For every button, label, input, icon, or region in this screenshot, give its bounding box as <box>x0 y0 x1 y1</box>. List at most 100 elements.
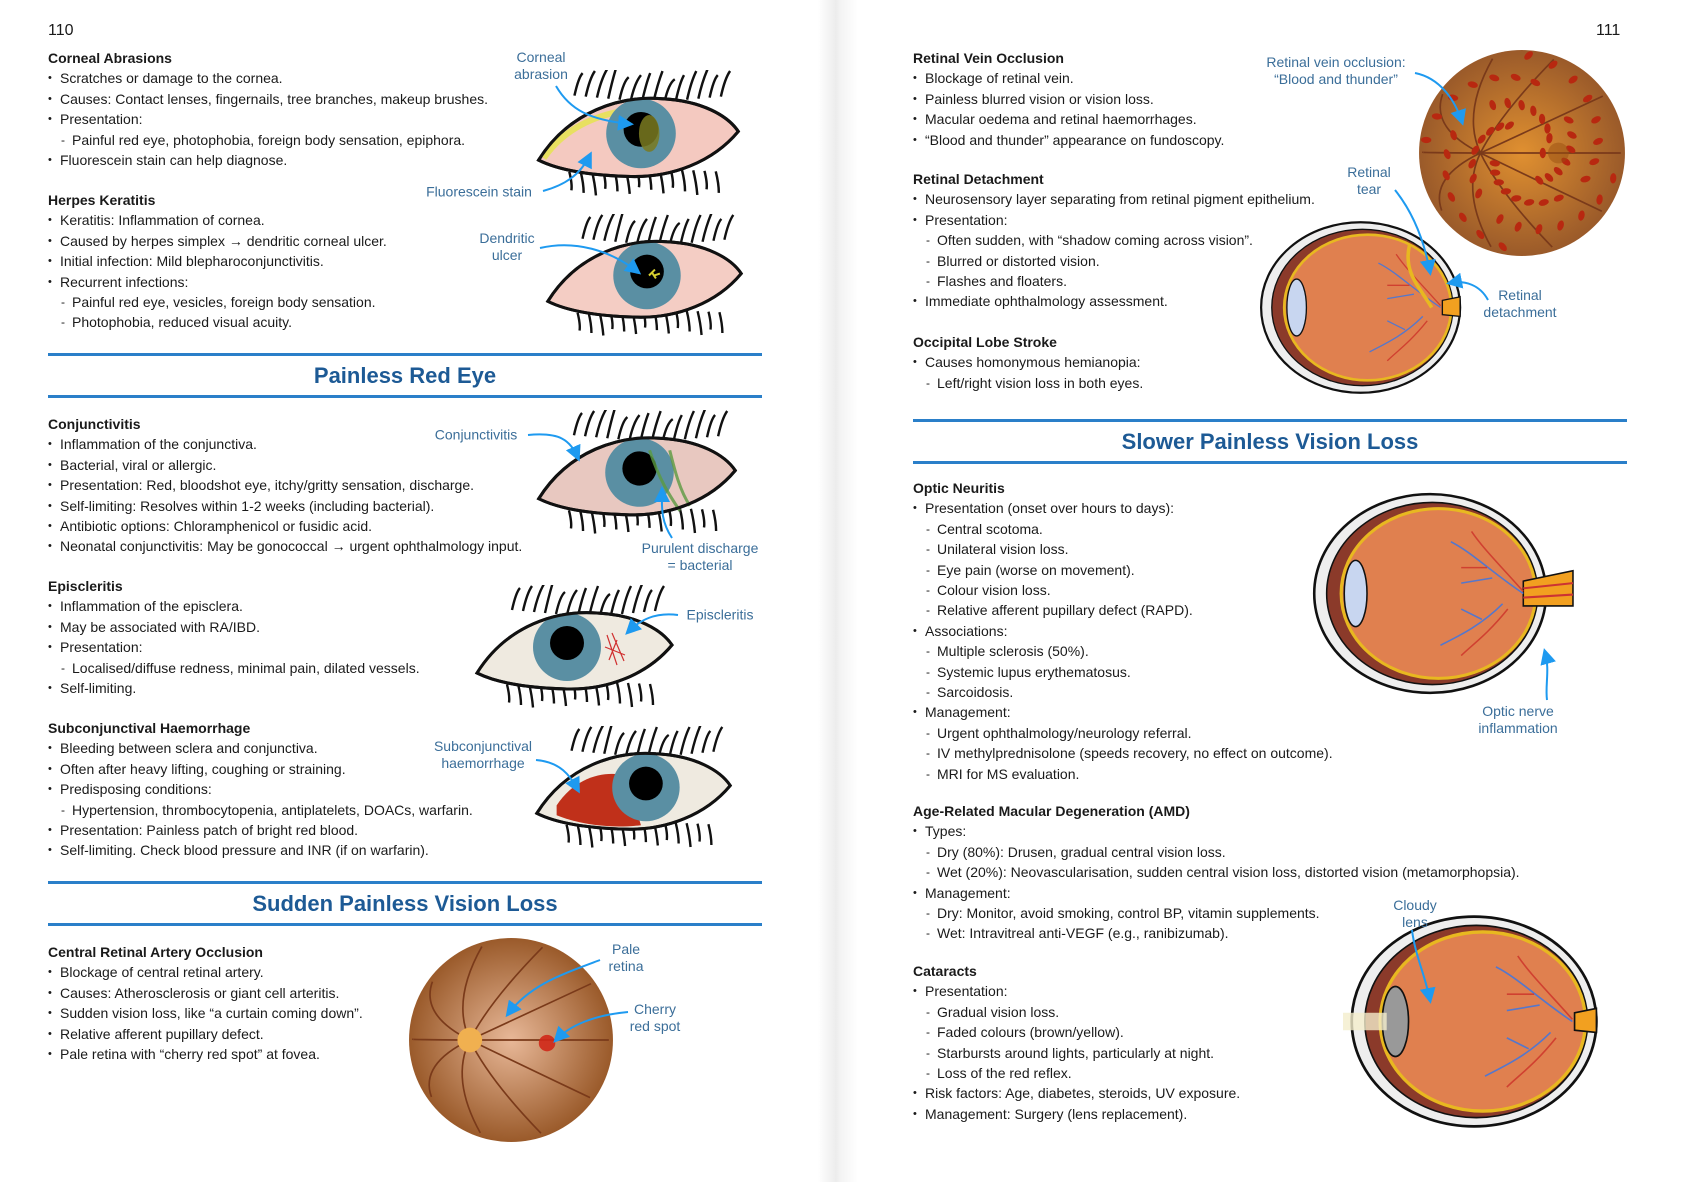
label-subconj: Subconjunctival haemorrhage <box>433 738 533 771</box>
section-heading: Retinal Vein Occlusion <box>913 50 1064 66</box>
sub-bullet-item: Painful red eye, photophobia, foreign bo… <box>48 130 488 151</box>
bullet-item: Painless blurred vision or vision loss. <box>913 89 1224 110</box>
sub-bullet-item: IV methylprednisolone (speeds recovery, … <box>913 743 1333 764</box>
bullet-item: Macular oedema and retinal haemorrhages. <box>913 109 1224 130</box>
page-number: 110 <box>48 22 74 39</box>
bullet-item: Presentation: <box>913 210 1315 231</box>
cataract-eyeball-illustration <box>1299 909 1627 1134</box>
sub-bullet-item: Wet (20%): Neovascularisation, sudden ce… <box>913 862 1520 883</box>
sub-bullet-item: Systemic lupus erythematosus. <box>913 662 1333 683</box>
bullet-item: Presentation (onset over hours to days): <box>913 498 1333 519</box>
banner-painless-red-eye: Painless Red Eye <box>48 353 762 398</box>
sub-bullet-item: Photophobia, reduced visual acuity. <box>48 312 387 333</box>
bullet-item: Presentation: <box>913 981 1240 1002</box>
bullet-item: Causes: Atherosclerosis or giant cell ar… <box>48 983 363 1004</box>
sub-bullet-item: Painful red eye, vesicles, foreign body … <box>48 292 387 313</box>
page-gutter <box>818 0 858 1182</box>
label-dendritic-ulcer: Dendritic ulcer <box>479 230 535 263</box>
section-subconj: Subconjunctival HaemorrhageBleeding betw… <box>48 718 473 861</box>
bullet-item: Management: Surgery (lens replacement). <box>913 1104 1240 1125</box>
section-heading: Episcleritis <box>48 578 123 594</box>
corneal-abrasion-eye-illustration <box>523 66 759 198</box>
bullet-item: Recurrent infections: <box>48 272 387 293</box>
dendritic-ulcer-eye-illustration <box>533 210 761 338</box>
bullet-item: Bacterial, viral or allergic. <box>48 455 522 476</box>
sub-bullet-item: Urgent ophthalmology/neurology referral. <box>913 723 1333 744</box>
bullet-item: Immediate ophthalmology assessment. <box>913 291 1315 312</box>
bullet-item: Neonatal conjunctivitis: May be gonococc… <box>48 536 522 557</box>
retinal-detachment-eyeball-illustration <box>1254 204 1485 411</box>
rvo-fundus-illustration <box>1418 49 1626 257</box>
sub-bullet-item: Colour vision loss. <box>913 580 1333 601</box>
sub-bullet-item: Flashes and floaters. <box>913 271 1315 292</box>
bullet-item: Causes homonymous hemianopia: <box>913 352 1143 373</box>
bullet-item: Causes: Contact lenses, fingernails, tre… <box>48 89 488 110</box>
section-heading: Retinal Detachment <box>913 171 1044 187</box>
section-heading: Cataracts <box>913 963 977 979</box>
sub-bullet-item: Relative afferent pupillary defect (RAPD… <box>913 600 1333 621</box>
section-rvo: Retinal Vein OcclusionBlockage of retina… <box>913 48 1224 150</box>
bullet-item: Presentation: <box>48 637 420 658</box>
section-amd: Age-Related Macular Degeneration (AMD)Ty… <box>913 801 1520 944</box>
section-heading: Optic Neuritis <box>913 480 1005 496</box>
bullet-item: Presentation: Red, bloodshot eye, itchy/… <box>48 475 522 496</box>
sub-bullet-item: Dry: Monitor, avoid smoking, control BP,… <box>913 903 1520 924</box>
label-retinal-tear: Retinal tear <box>1347 164 1391 197</box>
sub-bullet-item: Starbursts around lights, particularly a… <box>913 1043 1240 1064</box>
bullet-item: Presentation: <box>48 109 488 130</box>
sub-bullet-item: Blurred or distorted vision. <box>913 251 1315 272</box>
sub-bullet-item: Dry (80%): Drusen, gradual central visio… <box>913 842 1520 863</box>
sub-bullet-item: Localised/diffuse redness, minimal pain,… <box>48 658 420 679</box>
bullet-item: “Blood and thunder” appearance on fundos… <box>913 130 1224 151</box>
sub-bullet-item: Unilateral vision loss. <box>913 539 1333 560</box>
crao-fundus-illustration <box>408 937 614 1143</box>
sub-bullet-item: Hypertension, thrombocytopenia, antiplat… <box>48 800 473 821</box>
label-optic-nerve: Optic nerve inflammation <box>1478 703 1558 736</box>
bullet-item: Initial infection: Mild blepharoconjunct… <box>48 251 387 272</box>
page-number: 111 <box>1596 22 1621 39</box>
section-heading: Conjunctivitis <box>48 416 141 432</box>
sub-bullet-item: Wet: Intravitreal anti-VEGF (e.g., ranib… <box>913 923 1520 944</box>
bullet-item: Antibiotic options: Chloramphenicol or f… <box>48 516 522 537</box>
bullet-item: Blockage of central retinal artery. <box>48 962 363 983</box>
section-heading: Corneal Abrasions <box>48 50 172 66</box>
optic-neuritis-eyeball-illustration <box>1300 490 1581 697</box>
sub-bullet-item: Often sudden, with “shadow coming across… <box>913 230 1315 251</box>
bullet-item: Associations: <box>913 621 1333 642</box>
section-conj: ConjunctivitisInflammation of the conjun… <box>48 414 522 557</box>
label-pale-retina: Pale retina <box>608 941 644 974</box>
conjunctivitis-eye-illustration <box>523 406 756 536</box>
bullet-item: Scratches or damage to the cornea. <box>48 68 488 89</box>
bullet-item: Self-limiting: Resolves within 1-2 weeks… <box>48 496 522 517</box>
bullet-item: May be associated with RA/IBD. <box>48 617 420 638</box>
bullet-item: Blockage of retinal vein. <box>913 68 1224 89</box>
sub-bullet-item: Left/right vision loss in both eyes. <box>913 373 1143 394</box>
section-cataracts: CataractsPresentation:Gradual vision los… <box>913 961 1240 1125</box>
episcleritis-eye-illustration <box>463 581 691 710</box>
label-cherry: Cherry red spot <box>629 1001 681 1034</box>
sub-bullet-item: Central scotoma. <box>913 519 1333 540</box>
label-cloudy-lens: Cloudy lens <box>1393 897 1437 930</box>
section-corneal: Corneal AbrasionsScratches or damage to … <box>48 48 488 171</box>
section-occipital: Occipital Lobe StrokeCauses homonymous h… <box>913 332 1143 394</box>
bullet-item: Risk factors: Age, diabetes, steroids, U… <box>913 1083 1240 1104</box>
bullet-item: Often after heavy lifting, coughing or s… <box>48 759 473 780</box>
sub-bullet-item: Eye pain (worse on movement). <box>913 560 1333 581</box>
banner-sudden-painless-vision-loss: Sudden Painless Vision Loss <box>48 881 762 926</box>
bullet-item: Caused by herpes simplex → dendritic cor… <box>48 231 387 252</box>
section-rd: Retinal DetachmentNeurosensory layer sep… <box>913 169 1315 312</box>
bullet-item: Inflammation of the conjunctiva. <box>48 434 522 455</box>
bullet-item: Presentation: Painless patch of bright r… <box>48 820 473 841</box>
section-herpes: Herpes KeratitisKeratitis: Inflammation … <box>48 190 387 333</box>
section-optic: Optic NeuritisPresentation (onset over h… <box>913 478 1333 785</box>
sub-bullet-item: Loss of the red reflex. <box>913 1063 1240 1084</box>
label-purulent: Purulent discharge = bacterial <box>641 540 759 573</box>
label-retinal-detachment: Retinal detachment <box>1483 287 1557 320</box>
sub-bullet-item: Sarcoidosis. <box>913 682 1333 703</box>
sub-bullet-item: Faded colours (brown/yellow). <box>913 1022 1240 1043</box>
section-episcleritis: EpiscleritisInflammation of the episcler… <box>48 576 420 699</box>
sub-bullet-item: Gradual vision loss. <box>913 1002 1240 1023</box>
section-heading: Subconjunctival Haemorrhage <box>48 720 251 736</box>
section-heading: Herpes Keratitis <box>48 192 156 208</box>
bullet-item: Management: <box>913 883 1520 904</box>
